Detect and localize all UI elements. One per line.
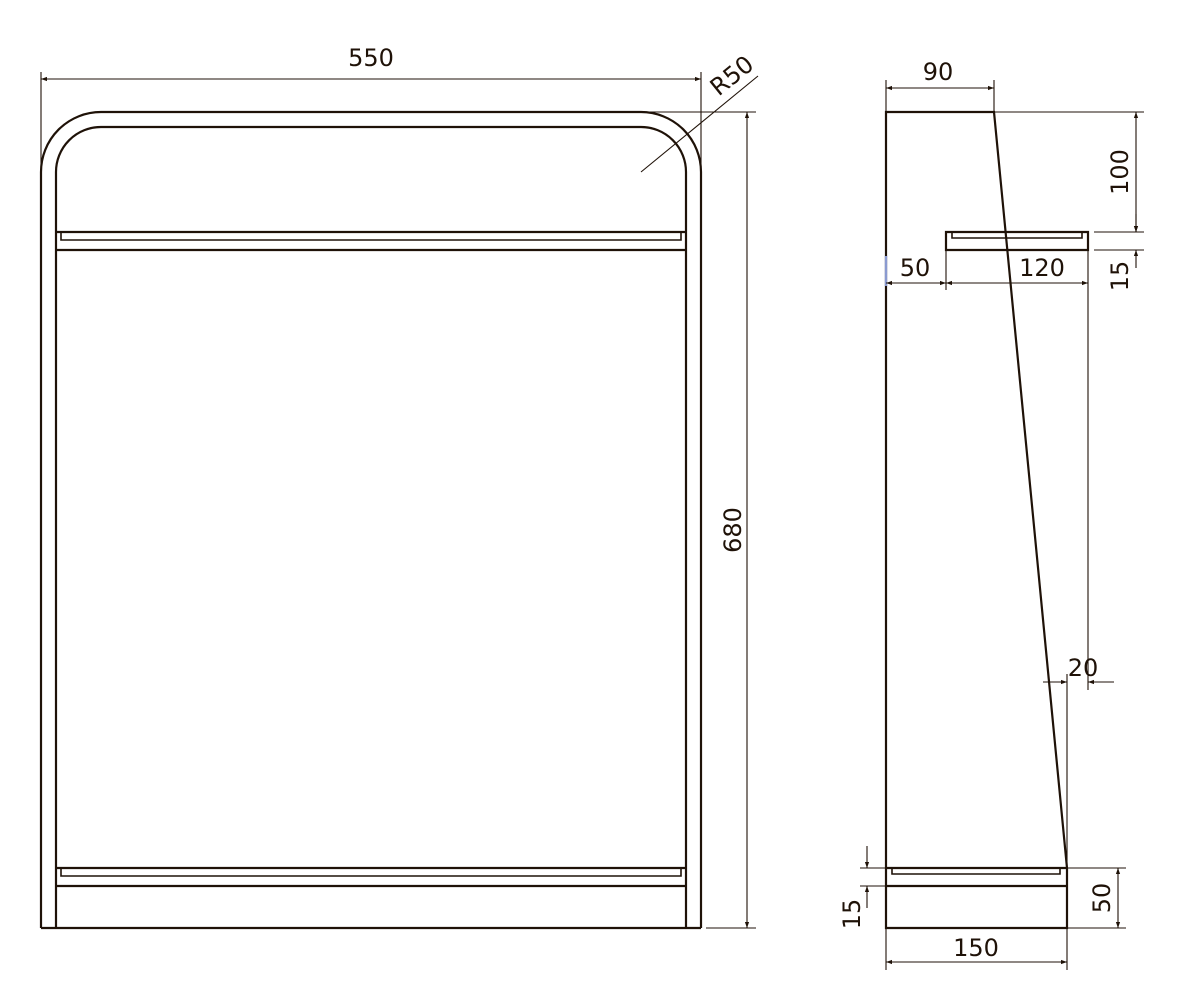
side-bottom-depth-label: 150 <box>953 934 999 962</box>
side-body-outline <box>884 110 1069 930</box>
side-base-height-label: 50 <box>1088 883 1116 914</box>
front-height-label: 680 <box>719 507 747 553</box>
side-base-height-dimension: 50 <box>1067 867 1126 929</box>
side-bottom-shelf-thickness-dimension: 15 <box>838 846 886 929</box>
side-shelf-thickness-dimension: 15 <box>1094 214 1144 291</box>
front-outer-frame <box>39 110 703 928</box>
front-width-label: 550 <box>348 44 394 72</box>
front-bottom-shelf <box>56 866 686 888</box>
side-step-dimension: 20 <box>1043 654 1114 868</box>
side-top-depth-label: 90 <box>923 58 954 86</box>
side-shelf-depth-label: 120 <box>1019 254 1065 282</box>
side-top-height-dimension: 100 <box>994 111 1144 233</box>
side-view: 90 100 15 50 120 <box>838 58 1144 970</box>
side-bottom-depth-dimension: 150 <box>885 928 1068 970</box>
side-top-shelf <box>944 230 1090 252</box>
front-view: 550 680 R50 <box>39 44 759 930</box>
front-width-dimension: 550 <box>40 44 702 165</box>
side-shelf-thickness-label: 15 <box>1106 261 1134 292</box>
side-bottom-shelf-thickness-label: 15 <box>838 899 866 930</box>
side-shelf-offset-label: 50 <box>900 254 931 282</box>
front-inner-frame <box>54 125 688 928</box>
radius-label: R50 <box>705 50 759 101</box>
side-step-label: 20 <box>1068 654 1099 682</box>
side-shelf-position-dimension: 50 120 <box>884 250 1089 690</box>
front-top-shelf <box>56 230 686 252</box>
radius-leader: R50 <box>640 50 759 173</box>
side-top-height-label: 100 <box>1106 149 1134 195</box>
side-bottom-shelf <box>886 866 1067 888</box>
side-top-depth-dimension: 90 <box>885 58 995 112</box>
front-height-dimension: 680 <box>641 111 756 929</box>
